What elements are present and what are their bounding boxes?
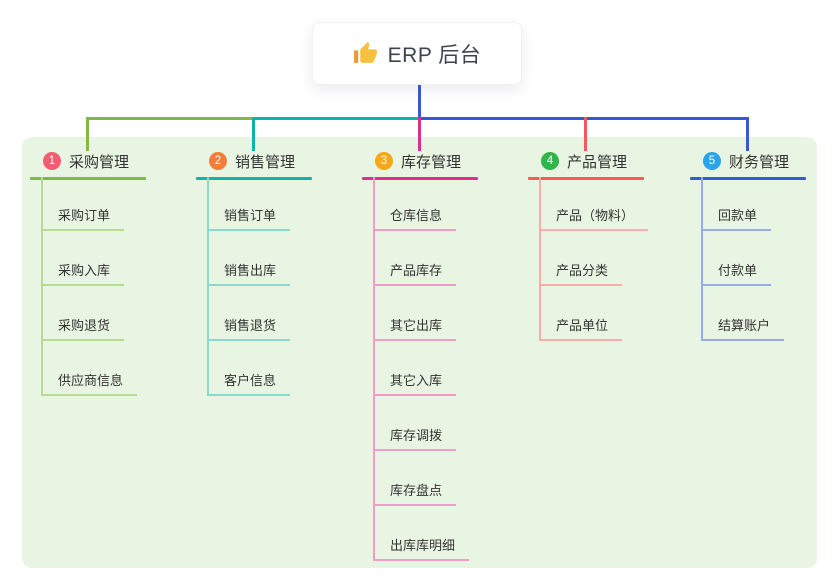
child-item: 产品（物料） [539,205,649,231]
branch-children-line [701,177,703,339]
child-item: 客户信息 [207,370,291,396]
child-item-label: 其它入库 [373,370,457,396]
child-item: 库存盘点 [373,480,457,506]
child-item: 销售订单 [207,205,291,231]
rail-segment-green [86,117,255,120]
child-item: 仓库信息 [373,205,457,231]
branch-number-badge: 5 [703,152,721,170]
child-item-label: 产品库存 [373,260,457,286]
child-item-label: 供应商信息 [41,370,138,396]
child-item-label: 产品分类 [539,260,623,286]
child-item: 产品分类 [539,260,623,286]
branch-title-label: 产品管理 [567,153,628,171]
branch-title-underline [196,177,312,180]
child-item-label: 结算账户 [701,315,785,341]
child-item-label: 销售出库 [207,260,291,286]
child-item: 供应商信息 [41,370,138,396]
child-item-label: 回款单 [701,205,772,231]
child-item: 付款单 [701,260,772,286]
child-item-label: 出库库明细 [373,535,470,561]
branch-children-line [539,177,541,339]
branch-drop-line [252,117,255,151]
branch-title-underline [30,177,146,180]
branch-drop-line [584,117,587,151]
child-item-label: 库存盘点 [373,480,457,506]
root-connector-line [418,84,421,117]
branch-panel [22,137,817,568]
branch-title: 1 采购管理 [30,148,129,174]
child-item: 其它入库 [373,370,457,396]
branch-title: 2 销售管理 [196,148,295,174]
branch-number-badge: 2 [209,152,227,170]
branch-title-label: 采购管理 [69,153,130,171]
child-item: 库存调拨 [373,425,457,451]
child-item: 产品库存 [373,260,457,286]
child-item: 采购退货 [41,315,125,341]
child-item: 其它出库 [373,315,457,341]
branch-drop-line [86,117,89,151]
child-item-label: 产品单位 [539,315,623,341]
child-item: 出库库明细 [373,535,470,561]
child-item-label: 其它出库 [373,315,457,341]
branch-drop-line [746,117,749,151]
branch-title-underline [362,177,478,180]
child-item: 回款单 [701,205,772,231]
branch-title-underline [690,177,806,180]
thumbs-up-icon [353,41,378,66]
child-item-label: 库存调拨 [373,425,457,451]
child-item-label: 销售订单 [207,205,291,231]
branch-title-label: 库存管理 [401,153,462,171]
branch-children-line [373,177,375,559]
child-item-label: 采购退货 [41,315,125,341]
rail-segment-blue [418,117,749,120]
branch-number-badge: 3 [375,152,393,170]
child-item-label: 产品（物料） [539,205,649,231]
branch-title-label: 财务管理 [729,153,790,171]
child-item-label: 采购入库 [41,260,125,286]
child-item-label: 仓库信息 [373,205,457,231]
root-title: ERP 后台 [387,43,482,67]
branch-title: 5 财务管理 [690,148,789,174]
child-item-label: 采购订单 [41,205,125,231]
branch-drop-line [418,117,421,151]
child-item-label: 付款单 [701,260,772,286]
child-item: 结算账户 [701,315,785,341]
branch-number-badge: 1 [43,152,61,170]
child-item: 采购入库 [41,260,125,286]
branch-title-label: 销售管理 [235,153,296,171]
child-item-label: 客户信息 [207,370,291,396]
child-item: 产品单位 [539,315,623,341]
rail-segment-teal [252,117,421,120]
branch-number-badge: 4 [541,152,559,170]
child-item: 销售退货 [207,315,291,341]
child-item: 采购订单 [41,205,125,231]
child-item: 销售出库 [207,260,291,286]
branch-title-underline [528,177,644,180]
root-node: ERP 后台 [312,22,522,85]
branch-title: 4 产品管理 [528,148,627,174]
child-item-label: 销售退货 [207,315,291,341]
branch-title: 3 库存管理 [362,148,461,174]
